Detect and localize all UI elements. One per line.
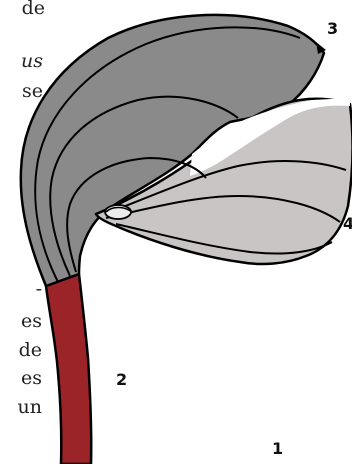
callout-label: 1 — [272, 439, 283, 458]
callout-label: 4 — [343, 214, 352, 233]
callout-label: 2 — [116, 370, 127, 389]
stem — [46, 274, 91, 464]
callout-label: 3 — [327, 19, 338, 38]
